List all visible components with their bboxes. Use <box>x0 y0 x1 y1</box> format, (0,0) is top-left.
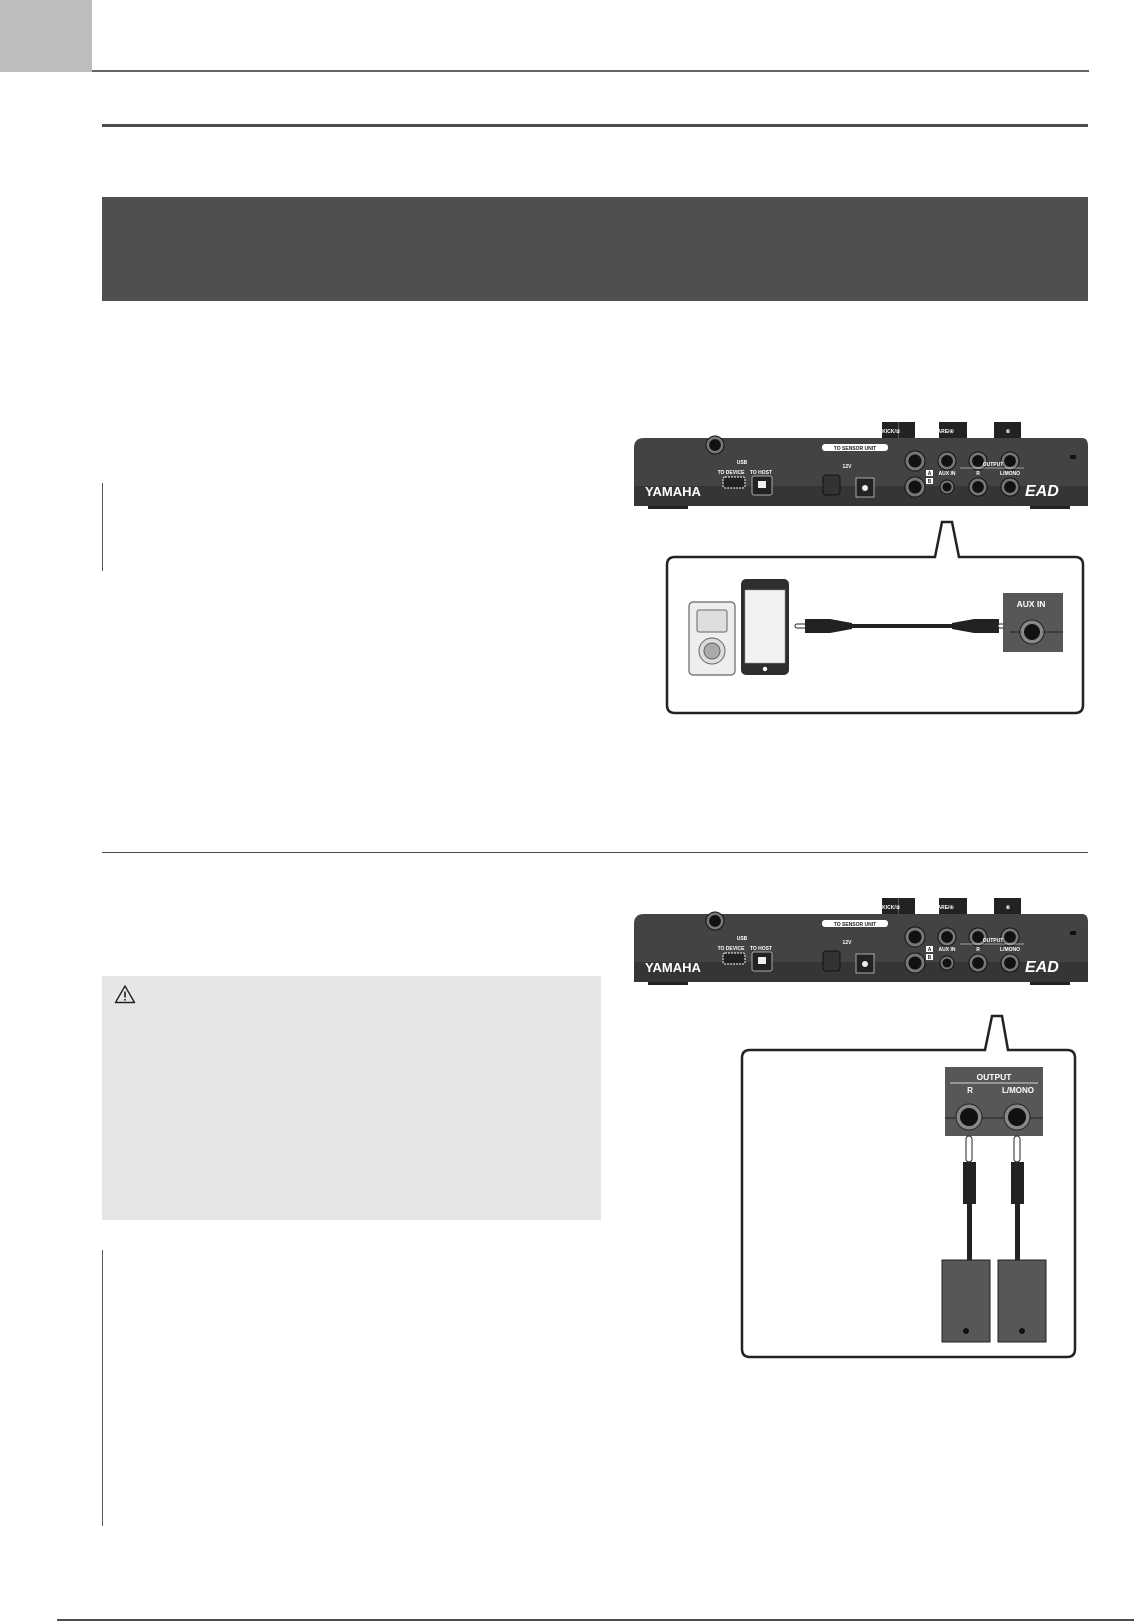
illustration-label: OUTPUT <box>977 1072 1013 1082</box>
yamaha-logo: YAMAHA <box>645 960 701 975</box>
header-divider <box>92 70 1089 72</box>
illustration-label: USB <box>737 936 748 942</box>
illustration-label: R <box>967 1086 973 1095</box>
illustration-label: L/MONO <box>1000 947 1020 953</box>
yamaha-logo: YAMAHA <box>645 484 701 499</box>
illustration-label: ⑥ <box>1006 429 1011 435</box>
warning-triangle-icon <box>114 985 136 1004</box>
illustration-label: TO HOST <box>750 470 772 476</box>
illustration-label: FOOT SW <box>703 906 727 912</box>
note-margin-bar <box>102 483 103 571</box>
illustration-label: TO DEVICE <box>718 470 746 476</box>
foot-sw-jack <box>705 435 725 455</box>
illustration-label: B <box>928 479 932 485</box>
speaker-icon-right <box>941 1259 991 1343</box>
phone-plug-cables <box>963 1135 1024 1264</box>
input5-jack <box>968 927 988 947</box>
cable-hook <box>822 474 841 496</box>
footer-divider <box>57 1619 1134 1621</box>
illustration-label: USB <box>737 460 748 466</box>
illustration-label: L/MONO <box>1000 471 1020 477</box>
usb-to-device-port <box>722 476 746 489</box>
foot-sw-jack <box>705 911 725 931</box>
knobs <box>882 898 1021 918</box>
kick-jack-a <box>904 926 926 948</box>
kick-jack-a <box>904 450 926 472</box>
section-rule-2 <box>102 852 1088 853</box>
output-l-mono-jack <box>1000 477 1020 497</box>
input6-jack <box>1000 451 1020 471</box>
illustration-label: TO SENSOR UNIT <box>834 446 876 452</box>
section-rule <box>102 124 1088 127</box>
illustration-label: OUTPUT <box>983 938 1004 944</box>
illustration-label: FOOT SW <box>703 430 727 436</box>
illustration-label: A <box>928 947 932 953</box>
illustration-label: 12V <box>843 940 853 946</box>
illustration-label: TO SENSOR UNIT <box>834 922 876 928</box>
illustration-label: ⑤ <box>973 429 978 435</box>
illustration-label: 12V <box>843 464 853 470</box>
music-player-icon <box>688 601 736 676</box>
output-l-mono-jack <box>1000 953 1020 973</box>
snare-jack <box>937 451 957 471</box>
illustration-label: ③SNARE/④ <box>926 429 954 435</box>
output-panel: OUTPUT R L/MONO <box>945 1067 1043 1136</box>
illustration-label: OUTPUT <box>983 462 1004 468</box>
illustration-label: ③SNARE/④ <box>926 905 954 911</box>
illustration-label: AUX IN <box>1017 599 1046 609</box>
smartphone-icon <box>741 579 789 675</box>
illustration-label: AUX IN <box>939 947 956 953</box>
aux-in-jack <box>939 479 955 495</box>
illustration-label: A <box>928 471 932 477</box>
illustration-label: ⑤ <box>973 905 978 911</box>
chapter-tab <box>0 0 92 72</box>
aux-in-callout: AUX IN <box>665 520 1085 715</box>
ead-logo: EAD <box>1025 959 1059 976</box>
note-margin-bar-2 <box>102 1250 103 1526</box>
illustration-label: ①KICK/② <box>878 429 901 435</box>
section-banner <box>102 197 1088 301</box>
caution-box <box>102 976 601 1220</box>
illustration-label: AUX IN <box>939 471 956 477</box>
knobs <box>882 422 1021 442</box>
speaker-icon-left <box>997 1259 1047 1343</box>
usb-to-device-port <box>722 952 746 965</box>
illustration-label: B <box>928 955 932 961</box>
ead-logo: EAD <box>1025 483 1059 500</box>
illustration-label: R <box>976 947 980 953</box>
illustration-label: R <box>976 471 980 477</box>
output-r-jack <box>968 953 988 973</box>
illustration-label: TO HOST <box>750 946 772 952</box>
cable-hook <box>822 950 841 972</box>
kick-jack-b <box>904 952 926 974</box>
device-rear-panel-output: FOOT SW YAMAHA USB TO DEVICE TO HOST 12V… <box>634 898 1088 985</box>
device-rear-panel-aux: FOOT SW YAMAHA USB TO DEVICE TO HOST 12V… <box>634 422 1088 509</box>
illustration-label: ①KICK/② <box>878 905 901 911</box>
output-callout: OUTPUT R L/MONO <box>740 1014 1077 1359</box>
snare-jack <box>937 927 957 947</box>
output-r-jack <box>968 477 988 497</box>
illustration-label: TO DEVICE <box>718 946 746 952</box>
aux-in-panel: AUX IN <box>1003 593 1063 652</box>
input5-jack <box>968 451 988 471</box>
aux-in-jack <box>939 955 955 971</box>
input6-jack <box>1000 927 1020 947</box>
illustration-label: L/MONO <box>1002 1086 1034 1095</box>
illustration-label: ⑥ <box>1006 905 1011 911</box>
kick-jack-b <box>904 476 926 498</box>
